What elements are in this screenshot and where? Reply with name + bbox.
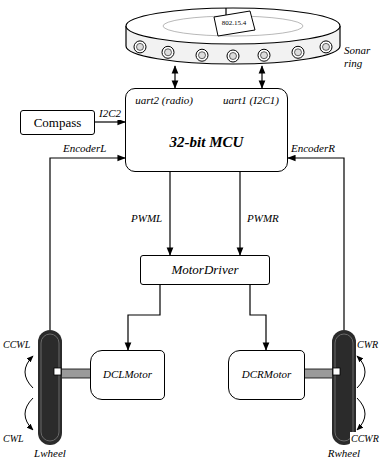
connector [169,172,170,255]
sonar-sensor-inner [261,52,268,59]
wheel-detail [38,330,62,445]
connector [261,66,262,88]
node-label: MotorDriver [171,262,238,278]
sonar-sensor-inner [199,52,206,59]
rotation-arrow [357,356,365,388]
sonar-sensor-inner [165,49,172,56]
motor-driver-box: MotorDriver [140,255,270,285]
signal-label: EncoderR [290,142,336,155]
sonar-sensor [320,41,332,53]
mcu-box: uart2 (radio) uart1 (I2C1) 32-bit MCU [125,88,288,172]
radio-antenna [225,8,226,15]
connector [50,158,125,330]
wheel: Lwheel [38,330,62,445]
rotation-label: CWR [356,338,379,351]
sonar-sensor-inner [295,49,302,56]
connector [174,66,175,88]
wheel-rim [335,334,353,441]
node-label: 32-bit MCU [126,133,287,151]
node-label: DCLMotor [103,368,152,381]
node-label: uart1 (I2C1) [219,94,283,107]
radio-module: 802.15.4 [212,10,256,36]
node-label: DCRMotor [242,368,292,381]
wheel-detail [332,330,356,445]
dc-motor: DCRMotor [228,350,305,400]
node-label: Sonar ring [344,44,386,70]
rotation-label: CCWL [2,338,31,351]
encoder-square [54,368,61,375]
ring-top [126,8,340,44]
node-label: Lwheel [18,447,82,460]
sonar-sensor [134,41,146,53]
sonar-sensor-inner [230,53,237,60]
rotation-arrow [25,398,33,430]
node-label: 802.15.4 [222,19,247,27]
motor-shaft [303,369,334,378]
connector [288,158,344,330]
rotation-arrow [357,398,365,430]
dc-motor: DCLMotor [90,350,165,400]
sonar-sensor-inner [323,43,330,50]
wheel: Rwheel [332,330,356,445]
sonar-sensor [196,49,208,61]
node-label: Rwheel [312,447,376,460]
sonar-sensor-inner [137,43,144,50]
radio-card [214,11,255,36]
connector [95,121,125,122]
wheel-rim [41,334,59,441]
signal-label: PWMR [246,212,280,225]
sonar-sensor [258,49,270,61]
rotation-label: CCWR [350,432,380,445]
rotation-label: CWL [2,432,25,445]
signal-label: EncoderL [62,142,107,155]
connector [239,172,240,255]
compass-box: Compass [20,110,95,135]
motor-shaft [60,369,92,378]
connector [128,285,160,350]
encoder-square [333,368,340,375]
node-label: uart2 (radio) [132,94,196,107]
sonar-sensor [292,46,304,58]
sonar-ring: Sonar ring802.15.4 [124,6,342,66]
node-label: Compass [34,115,82,131]
sonar-sensor [162,46,174,58]
rotation-arrow [25,356,33,388]
signal-label: PWML [130,212,163,225]
signal-label: I2C2 [98,107,122,120]
connector [250,285,266,350]
sonar-sensor [227,50,239,62]
